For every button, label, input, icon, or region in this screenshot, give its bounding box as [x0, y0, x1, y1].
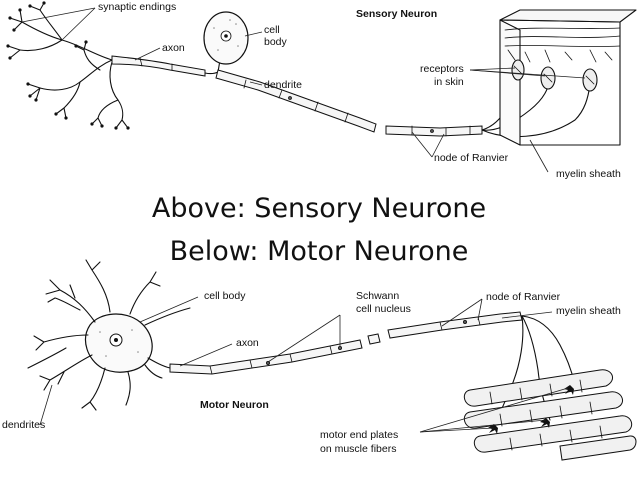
label-receptors-line2: in skin	[434, 76, 464, 88]
motor-leader-lines	[39, 296, 569, 433]
label-dendrites: dendrites	[2, 419, 46, 431]
motor-cell-body	[85, 313, 153, 373]
sensory-skin-receptors	[499, 9, 637, 146]
label-synaptic-endings: synaptic endings	[98, 1, 177, 13]
label-sensory-axon: axon	[162, 42, 185, 54]
sensory-axon	[111, 55, 219, 77]
sensory-cell-body	[203, 11, 249, 73]
sensory-synaptic-endings	[6, 1, 130, 130]
caption-line-1: Above: Sensory Neurone	[151, 193, 487, 224]
label-sensory-myelin-sheath: myelin sheath	[556, 168, 621, 180]
motor-axon	[147, 311, 576, 426]
label-end-plates-line1: motor end plates	[320, 429, 399, 441]
motor-muscle-fibers	[463, 369, 637, 461]
label-cell-body-line2: body	[264, 36, 287, 48]
label-dendrite: dendrite	[264, 79, 302, 91]
label-motor-axon: axon	[236, 337, 259, 349]
caption-line-2: Below: Motor Neurone	[169, 236, 469, 267]
label-end-plates-line2: on muscle fibers	[320, 443, 397, 455]
label-schwann-line2: cell nucleus	[356, 303, 411, 315]
label-sensory-node-of-ranvier: node of Ranvier	[434, 152, 509, 164]
motor-neuron-title: Motor Neuron	[200, 399, 269, 411]
label-motor-cell-body: cell body	[204, 290, 246, 302]
label-receptors-line1: receptors	[420, 63, 464, 75]
sensory-neuron-title: Sensory Neuron	[356, 8, 438, 20]
label-motor-node-of-ranvier: node of Ranvier	[486, 291, 561, 303]
label-motor-myelin-sheath: myelin sheath	[556, 305, 621, 317]
motor-dendrites	[27, 259, 191, 411]
sensory-leader-lines	[21, 7, 586, 173]
label-schwann-line1: Schwann	[356, 290, 400, 302]
label-cell-body-line1: cell	[264, 24, 280, 36]
